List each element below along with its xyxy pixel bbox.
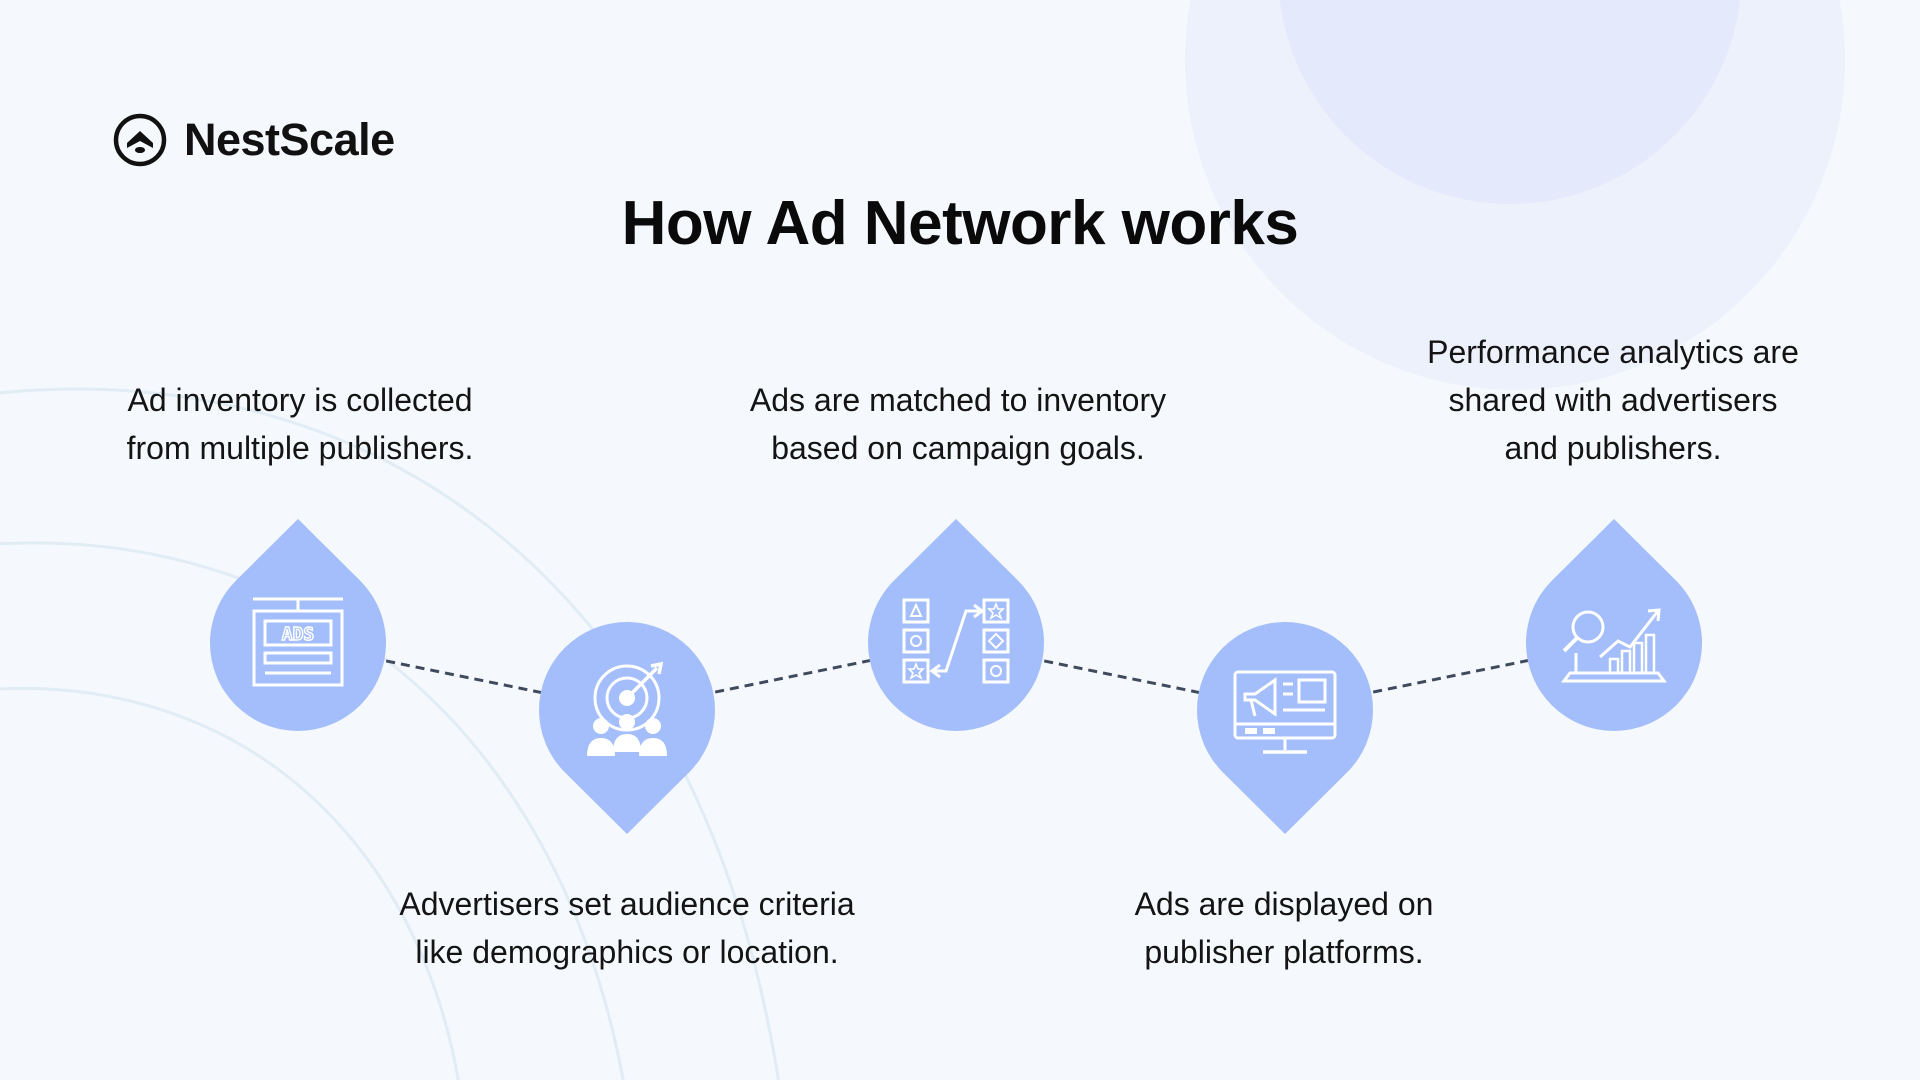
nestscale-logo-icon [113, 113, 167, 167]
connector-line [626, 641, 957, 712]
brand-name: NestScale [184, 114, 395, 165]
connector-line [955, 641, 1286, 712]
matching-icon [902, 598, 1010, 684]
connector-line [297, 641, 628, 712]
bg-circle-inner [1279, 0, 1741, 204]
step-4-text: Ads are displayed on publisher platforms… [1134, 886, 1434, 970]
connector-line [1284, 641, 1615, 712]
step-5-drop-shape [1526, 519, 1702, 731]
page-title: How Ad Network works [621, 189, 1299, 258]
step-3-drop-shape [867, 519, 1044, 731]
step-5-text: Performance analytics are shared with ad… [1427, 334, 1799, 466]
ads-icon-label: ADS [282, 624, 315, 645]
connectors [297, 641, 1615, 712]
brand: NestScale [112, 110, 395, 170]
analytics-chart-icon [1561, 608, 1667, 683]
step-1-text: Ad inventory is collected from multiple … [126, 382, 474, 466]
bg-arc-3 [0, 687, 460, 1080]
step-4-drop-shape [1197, 621, 1374, 834]
step-1-marker: ADS [209, 519, 386, 731]
bg-arc-1 [0, 387, 780, 1080]
step-3-text: Ads are matched to inventory based on ca… [749, 382, 1167, 466]
step-2-marker [539, 622, 716, 834]
display-monitor-icon [1233, 670, 1337, 754]
audience-target-icon [587, 661, 667, 756]
bg-arc-2 [0, 541, 625, 1080]
step-4-marker [1197, 621, 1374, 834]
step-2-text: Advertisers set audience criteria like d… [399, 886, 855, 970]
step-5-marker [1526, 519, 1702, 731]
ads-billboard-icon: ADS [252, 597, 344, 687]
markers: ADS [209, 519, 1702, 834]
step-3-marker [867, 519, 1044, 731]
